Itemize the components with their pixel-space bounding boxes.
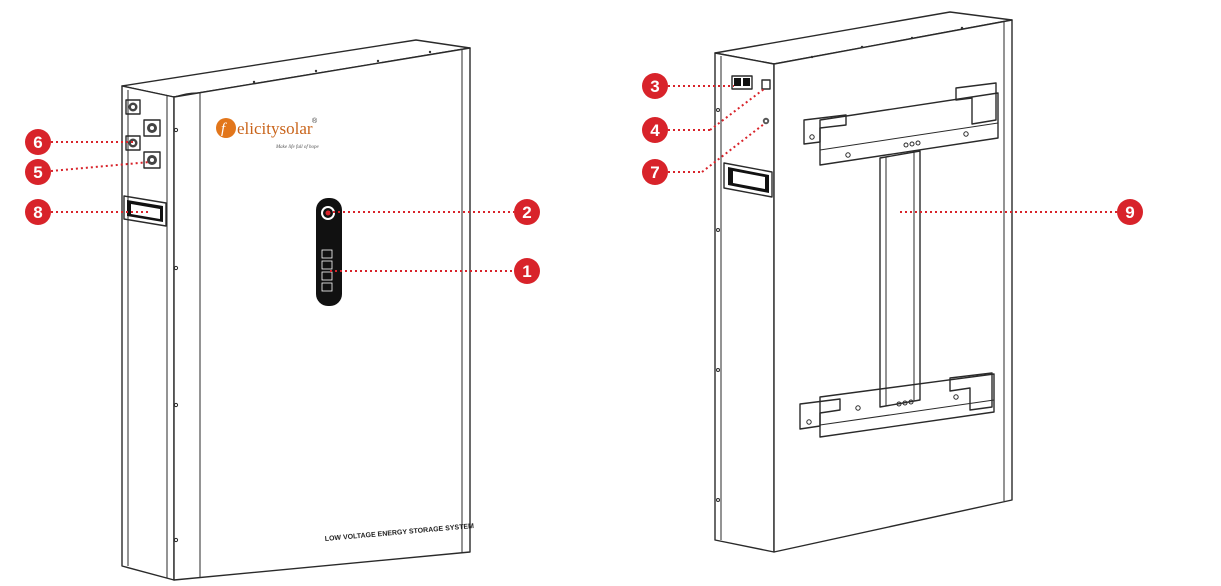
- svg-text:3: 3: [650, 77, 659, 96]
- battery-terminal-mid: [143, 119, 161, 137]
- rear-unit-back-face: [773, 19, 1013, 553]
- ground-point: [762, 117, 770, 125]
- soc-indicator-leds: [321, 249, 333, 292]
- callout-8: 8: [25, 199, 51, 225]
- rear-side-handle: [723, 162, 773, 198]
- dip-switch: [761, 79, 771, 90]
- logo-tagline: Make life full of hope: [275, 145, 320, 150]
- negative-terminal: [143, 151, 161, 169]
- callout-3: 3: [642, 73, 668, 99]
- callout-1: 1: [514, 258, 540, 284]
- logo-registered: ®: [312, 117, 318, 125]
- front-unit-front-face: [173, 47, 471, 581]
- callout-6: 6: [25, 129, 51, 155]
- svg-text:6: 6: [33, 133, 42, 152]
- svg-text:9: 9: [1125, 203, 1134, 222]
- communication-ports: [731, 75, 753, 90]
- side-handle: [123, 195, 167, 227]
- svg-text:1: 1: [522, 262, 531, 281]
- logo-wordmark: elicitysolar: [237, 119, 313, 138]
- callout-7: 7: [642, 159, 668, 185]
- battery-terminal-top: [125, 99, 141, 115]
- callout-leaders: [50, 85, 1117, 272]
- logo-initial: f: [221, 121, 227, 137]
- felicitysolar-logo: f elicitysolar ® Make life full of hope: [216, 117, 320, 150]
- rear-view-battery: [714, 11, 1013, 553]
- wall-mount-bracket: [799, 82, 999, 438]
- svg-text:7: 7: [650, 163, 659, 182]
- callout-2: 2: [514, 199, 540, 225]
- svg-text:2: 2: [522, 203, 531, 222]
- callout-5: 5: [25, 159, 51, 185]
- front-view-battery: f elicitysolar ® Make life full of hope …: [121, 39, 474, 581]
- svg-text:4: 4: [650, 121, 660, 140]
- front-control-panel: [316, 198, 342, 306]
- svg-text:5: 5: [33, 163, 42, 182]
- rear-unit-side-face: [714, 52, 775, 553]
- svg-text:8: 8: [33, 203, 42, 222]
- callout-9: 9: [1117, 199, 1143, 225]
- callout-4: 4: [642, 117, 668, 143]
